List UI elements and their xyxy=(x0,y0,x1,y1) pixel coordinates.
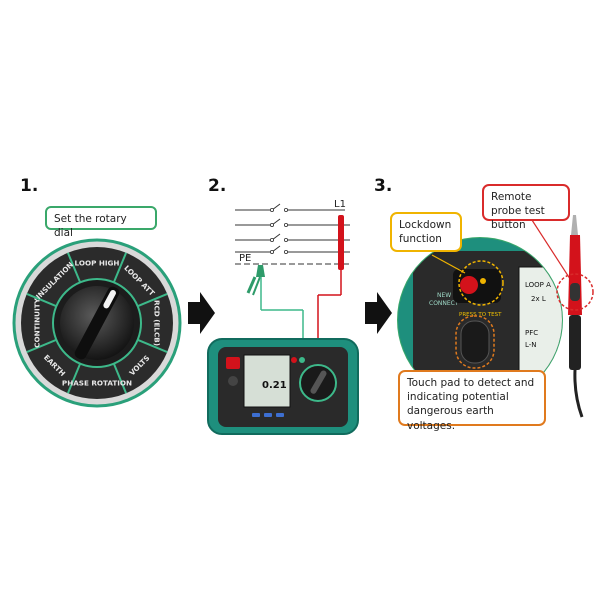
remote-probe xyxy=(530,215,594,418)
red-probe xyxy=(338,215,344,270)
wiring-diagram: L1 PE 0.21 xyxy=(207,199,359,435)
step-1-number: 1. xyxy=(20,176,39,196)
dial-label: LOOP HIGH xyxy=(75,259,120,268)
screen-reading: 0.21 xyxy=(262,380,287,391)
meter-screen xyxy=(243,354,291,408)
step-1-callout: Set the rotary dial xyxy=(45,206,157,239)
svg-text:LOOP A: LOOP A xyxy=(525,281,551,289)
svg-text:PFC: PFC xyxy=(525,329,538,337)
svg-text:L-N: L-N xyxy=(525,341,537,349)
meter-red-button[interactable] xyxy=(226,357,240,369)
pe-label: PE xyxy=(239,253,251,264)
right-arrow-icon xyxy=(365,292,392,334)
lockdown-button[interactable] xyxy=(460,276,478,294)
line-label-l1: L1 xyxy=(334,199,346,210)
step-3-number: 3. xyxy=(374,176,393,196)
svg-text:2x L: 2x L xyxy=(531,295,546,303)
svg-text:PRESS TO TEST: PRESS TO TEST xyxy=(459,312,502,318)
svg-text:NEW: NEW xyxy=(437,292,451,299)
lockdown-callout: Lockdown function xyxy=(390,212,462,252)
svg-text:CONNECT: CONNECT xyxy=(429,300,459,307)
remote-probe-test-button[interactable] xyxy=(570,283,580,301)
dial-label: RCD (ELCB) xyxy=(153,300,162,346)
probe-body xyxy=(568,235,582,315)
remote-probe-callout: Remote probe test button xyxy=(482,184,570,231)
right-arrow-icon xyxy=(188,292,215,334)
touch-pad[interactable] xyxy=(460,320,490,364)
touch-pad-callout: Touch pad to detect and indicating poten… xyxy=(398,370,546,432)
dial-label: PHASE ROTATION xyxy=(62,379,132,388)
dial-label: CONTINUITY xyxy=(33,297,42,347)
step-2-number: 2. xyxy=(208,176,227,196)
